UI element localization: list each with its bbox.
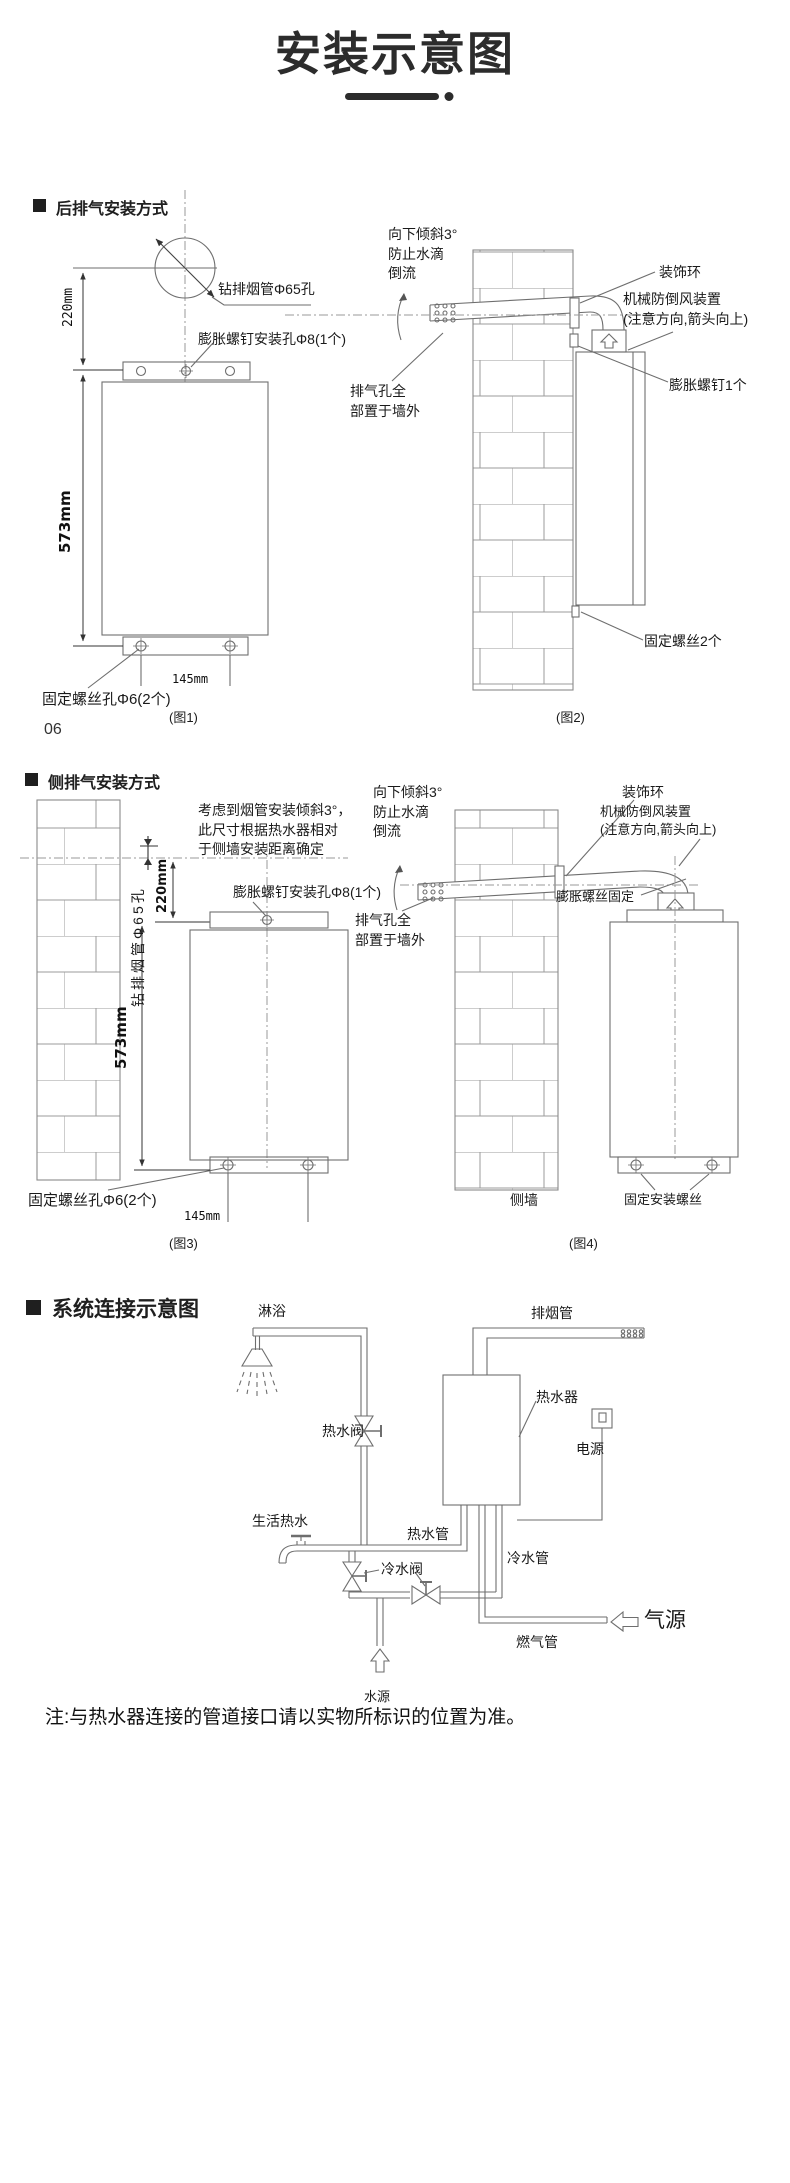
system-label-power: 电源 (576, 1441, 604, 1457)
system-label-hot-valve: 热水阀 (322, 1423, 364, 1439)
fig1-label-expansion-hole: 膨胀螺钉安装孔Φ8(1个) (198, 331, 347, 347)
fig1-dim-220mm: 220mm (61, 287, 76, 327)
fig4-drawing (393, 799, 739, 1191)
fig2-label-backflow-device: 机械防倒风装置 (注意方向,箭头向上) (623, 291, 749, 327)
system-label-gas-source: 气源 (644, 1609, 686, 1632)
fig4-label-ring: 装饰环 (622, 784, 664, 800)
fig2-label-tilt: 向下倾斜3° 防止水滴 倒流 (388, 226, 458, 282)
section-system-bullet (26, 1300, 41, 1315)
fig2-label-ring: 装饰环 (659, 264, 701, 280)
fig2-drawing (285, 249, 674, 691)
fig1-caption: (图1) (169, 710, 198, 725)
fig4-label-side-wall: 侧墙 (510, 1192, 538, 1208)
system-label-flue-pipe: 排烟管 (531, 1305, 573, 1321)
system-label-shower: 淋浴 (258, 1303, 286, 1319)
section-side-bullet (25, 773, 38, 786)
system-label-cold-pipe: 冷水管 (507, 1550, 549, 1566)
section-rear-bullet (33, 199, 46, 212)
fig4-label-exhaust-outside: 排气孔全 部置于墙外 (355, 912, 425, 948)
fig1-dim-573mm: 573mm (56, 490, 74, 553)
fig3-label-drill-hole: 钻排烟管Φ65孔 (130, 886, 146, 1007)
fig3-caption: (图3) (169, 1236, 198, 1251)
page-title: 安装示意图 (275, 28, 515, 80)
fig4-label-tilt: 向下倾斜3° 防止水滴 倒流 (373, 784, 443, 840)
fig2-label-exhaust-outside: 排气孔全 部置于墙外 (350, 383, 420, 419)
fig1-dim-145mm: 145mm (172, 672, 209, 686)
fig3-drawing (20, 799, 349, 1222)
system-label-gas-pipe: 燃气管 (516, 1634, 558, 1650)
fig2-label-expansion-screw: 膨胀螺钉1个 (669, 377, 747, 393)
section-side-header: 侧排气安装方式 (48, 775, 161, 792)
page-number: 06 (44, 721, 62, 738)
fig4-label-fixing-screws: 固定安装螺丝 (624, 1192, 703, 1207)
system-label-domestic-hot-water: 生活热水 (252, 1513, 308, 1529)
fig3-label-expansion-hole: 膨胀螺钉安装孔Φ8(1个) (233, 884, 382, 900)
system-drawing (236, 1327, 645, 1673)
fig3-dim-145mm: 145mm (184, 1209, 221, 1223)
fig3-note: 考虑到烟管安装倾斜3°， 此尺寸根据热水器相对 于侧墙安装距离确定 (198, 802, 352, 858)
fig3-dim-220mm: 220mm (155, 858, 170, 913)
fig1-dimensions (73, 272, 123, 647)
system-label-water-source: 水源 (364, 1689, 391, 1704)
fig2-caption: (图2) (556, 710, 585, 725)
fig1-drawing (73, 190, 311, 689)
fig2-label-fixing-screws: 固定螺丝2个 (644, 633, 722, 649)
fig4-label-expansion-fix: 膨胀螺丝固定 (556, 889, 635, 904)
fig3-dim-573mm: 573mm (112, 1006, 130, 1069)
fig4-label-backflow-device: 机械防倒风装置 (注意方向,箭头向上) (600, 804, 717, 838)
footer-note: 注:与热水器连接的管道接口请以实物所标识的位置为准。 (45, 1707, 526, 1728)
system-label-hot-pipe: 热水管 (407, 1526, 449, 1542)
section-rear-header: 后排气安装方式 (56, 201, 169, 218)
fig3-dimensions (134, 861, 210, 1171)
fig1-label-drill-hole: 钻排烟管Φ65孔 (218, 281, 315, 297)
title-underline (345, 92, 454, 101)
fig3-label-fixing-holes: 固定螺丝孔Φ6(2个) (28, 1192, 157, 1209)
system-label-heater: 热水器 (536, 1389, 578, 1405)
fig1-label-fixing-holes: 固定螺丝孔Φ6(2个) (42, 691, 171, 708)
section-system-header: 系统连接示意图 (52, 1298, 199, 1321)
system-label-cold-valve: 冷水阀 (381, 1561, 423, 1577)
fig4-caption: (图4) (569, 1236, 598, 1251)
